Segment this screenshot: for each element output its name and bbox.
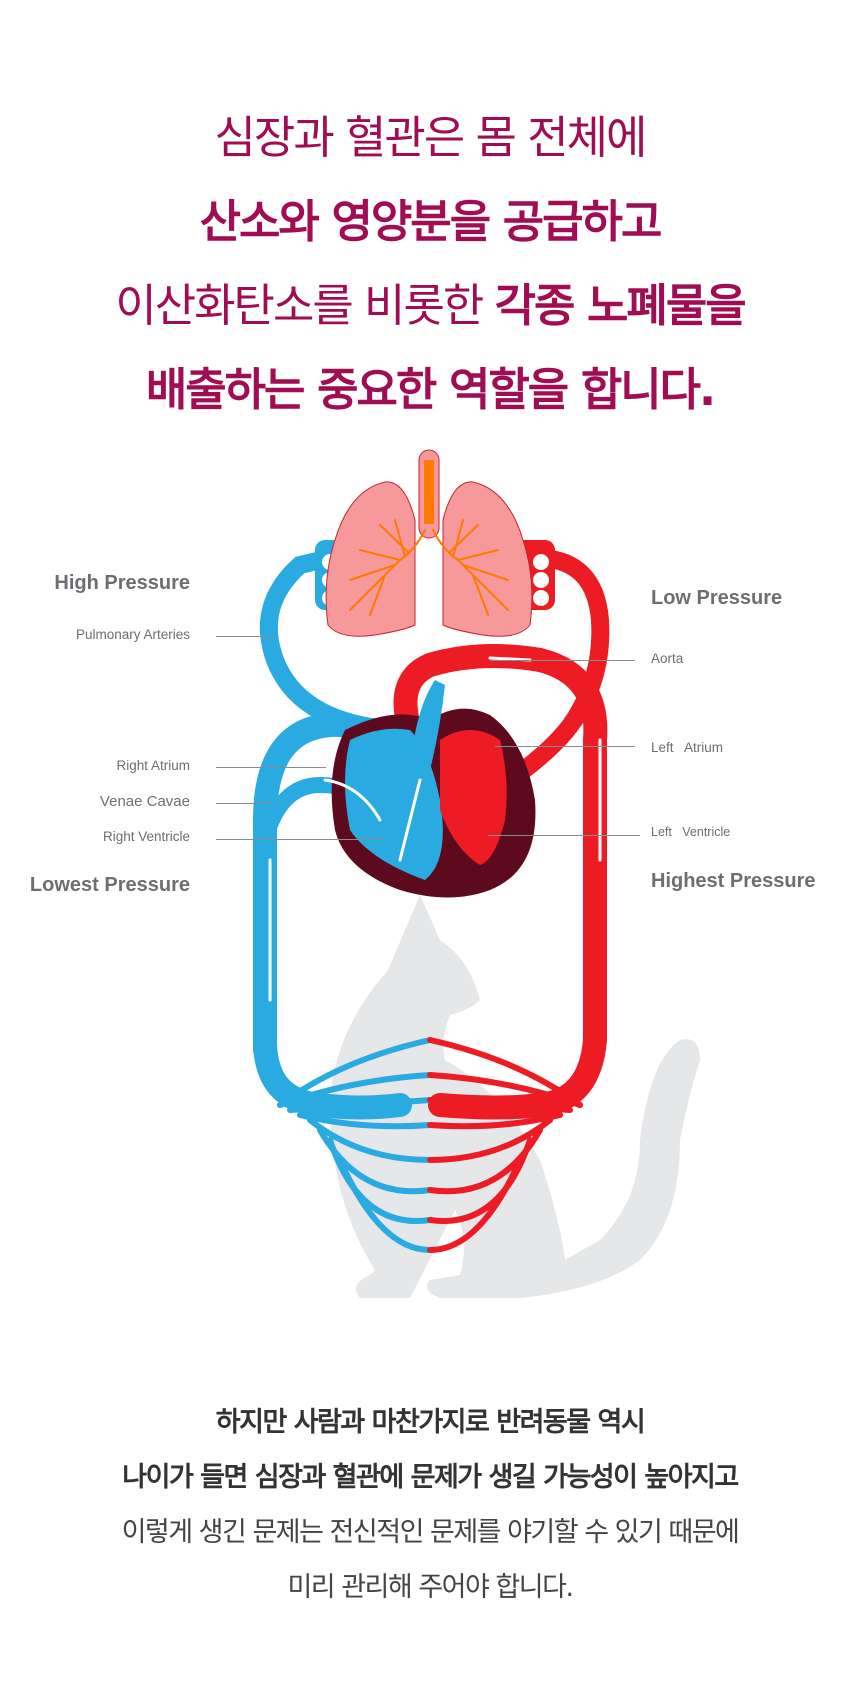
heart <box>331 680 536 898</box>
bottom-line-3: 이렇게 생긴 문제는 전신적인 문제를 야기할 수 있기 때문에 <box>121 1517 740 1548</box>
leader-venae-cavae <box>216 803 272 804</box>
circulation-illustration <box>253 449 700 1298</box>
label-right-ventricle: Right Ventricle <box>102 829 190 844</box>
headline-line-1: 심장과 혈관은 몸 전체에 <box>0 96 860 180</box>
bronchi <box>349 519 509 616</box>
headline-line-4: 배출하는 중요한 역할을 합니다. <box>0 348 860 432</box>
headline-line-2: 산소와 영양분을 공급하고 <box>0 180 860 264</box>
leader-pulmonary-arteries <box>216 636 278 637</box>
arrow-curve-icon <box>323 778 382 822</box>
lungs <box>325 449 533 637</box>
leader-left-ventricle <box>488 835 640 836</box>
left-atrium-ventricle <box>440 730 507 865</box>
headline-line-3: 이산화탄소를 비롯한 각종 노폐물을 <box>0 264 860 348</box>
arrow-up-heart-icon <box>398 778 422 862</box>
bottom-line-2: 나이가 들면 심장과 혈관에 문제가 생길 가능성이 높아지고 <box>122 1462 739 1493</box>
label-aorta: Aorta <box>651 651 684 666</box>
headline-line-4-text: 배출하는 중요한 역할을 합니다. <box>145 363 716 416</box>
label-pulmonary-arteries: Pulmonary Arteries <box>75 627 190 642</box>
leader-left-atrium <box>495 746 635 747</box>
pulmonary-capillary-bumps-right <box>533 554 549 606</box>
right-lung <box>442 481 533 637</box>
bottom-description: 하지만 사람과 마찬가지로 반려동물 역시 나이가 들면 심장과 혈관에 문제가… <box>0 1395 860 1615</box>
bottom-line-4: 미리 관리해 주어야 합니다. <box>287 1572 574 1603</box>
arrow-left-icon <box>338 668 382 674</box>
label-right-atrium: Right Atrium <box>116 758 190 773</box>
headline-line-3-part-2: 각종 노폐물을 <box>494 279 747 332</box>
headline: 심장과 혈관은 몸 전체에 산소와 영양분을 공급하고 이산화탄소를 비롯한 각… <box>0 96 860 432</box>
left-lung <box>325 481 416 637</box>
bottom-line-1: 하지만 사람과 마찬가지로 반려동물 역시 <box>215 1407 646 1438</box>
pulmonary-trunk <box>410 680 445 770</box>
headline-line-3-part-1: 이산화탄소를 비롯한 <box>115 279 495 332</box>
leader-right-atrium <box>216 767 326 768</box>
label-left-ventricle: Left Ventricle <box>651 825 731 839</box>
leader-right-ventricle <box>216 839 386 840</box>
arrow-right-icon <box>488 656 532 662</box>
headline-line-1-text: 심장과 혈관은 몸 전체에 <box>214 111 648 164</box>
capillary-network-venous <box>277 1037 433 1253</box>
flow-arrows <box>268 656 602 1002</box>
cat-silhouette <box>330 895 700 1298</box>
circulatory-diagram: High Pressure Pulmonary Arteries Right A… <box>0 440 860 1380</box>
label-venae-cavae: Venae Cavae <box>99 793 190 810</box>
label-lowest-pressure: Lowest Pressure <box>29 874 190 896</box>
label-low-pressure: Low Pressure <box>651 587 783 609</box>
label-highest-pressure: Highest Pressure <box>651 870 816 892</box>
headline-line-2-text: 산소와 영양분을 공급하고 <box>199 195 663 248</box>
capillary-network-arterial <box>427 1037 583 1253</box>
label-left-atrium: Left Atrium <box>651 740 724 755</box>
leader-aorta <box>490 660 635 661</box>
label-high-pressure: High Pressure <box>54 572 190 594</box>
